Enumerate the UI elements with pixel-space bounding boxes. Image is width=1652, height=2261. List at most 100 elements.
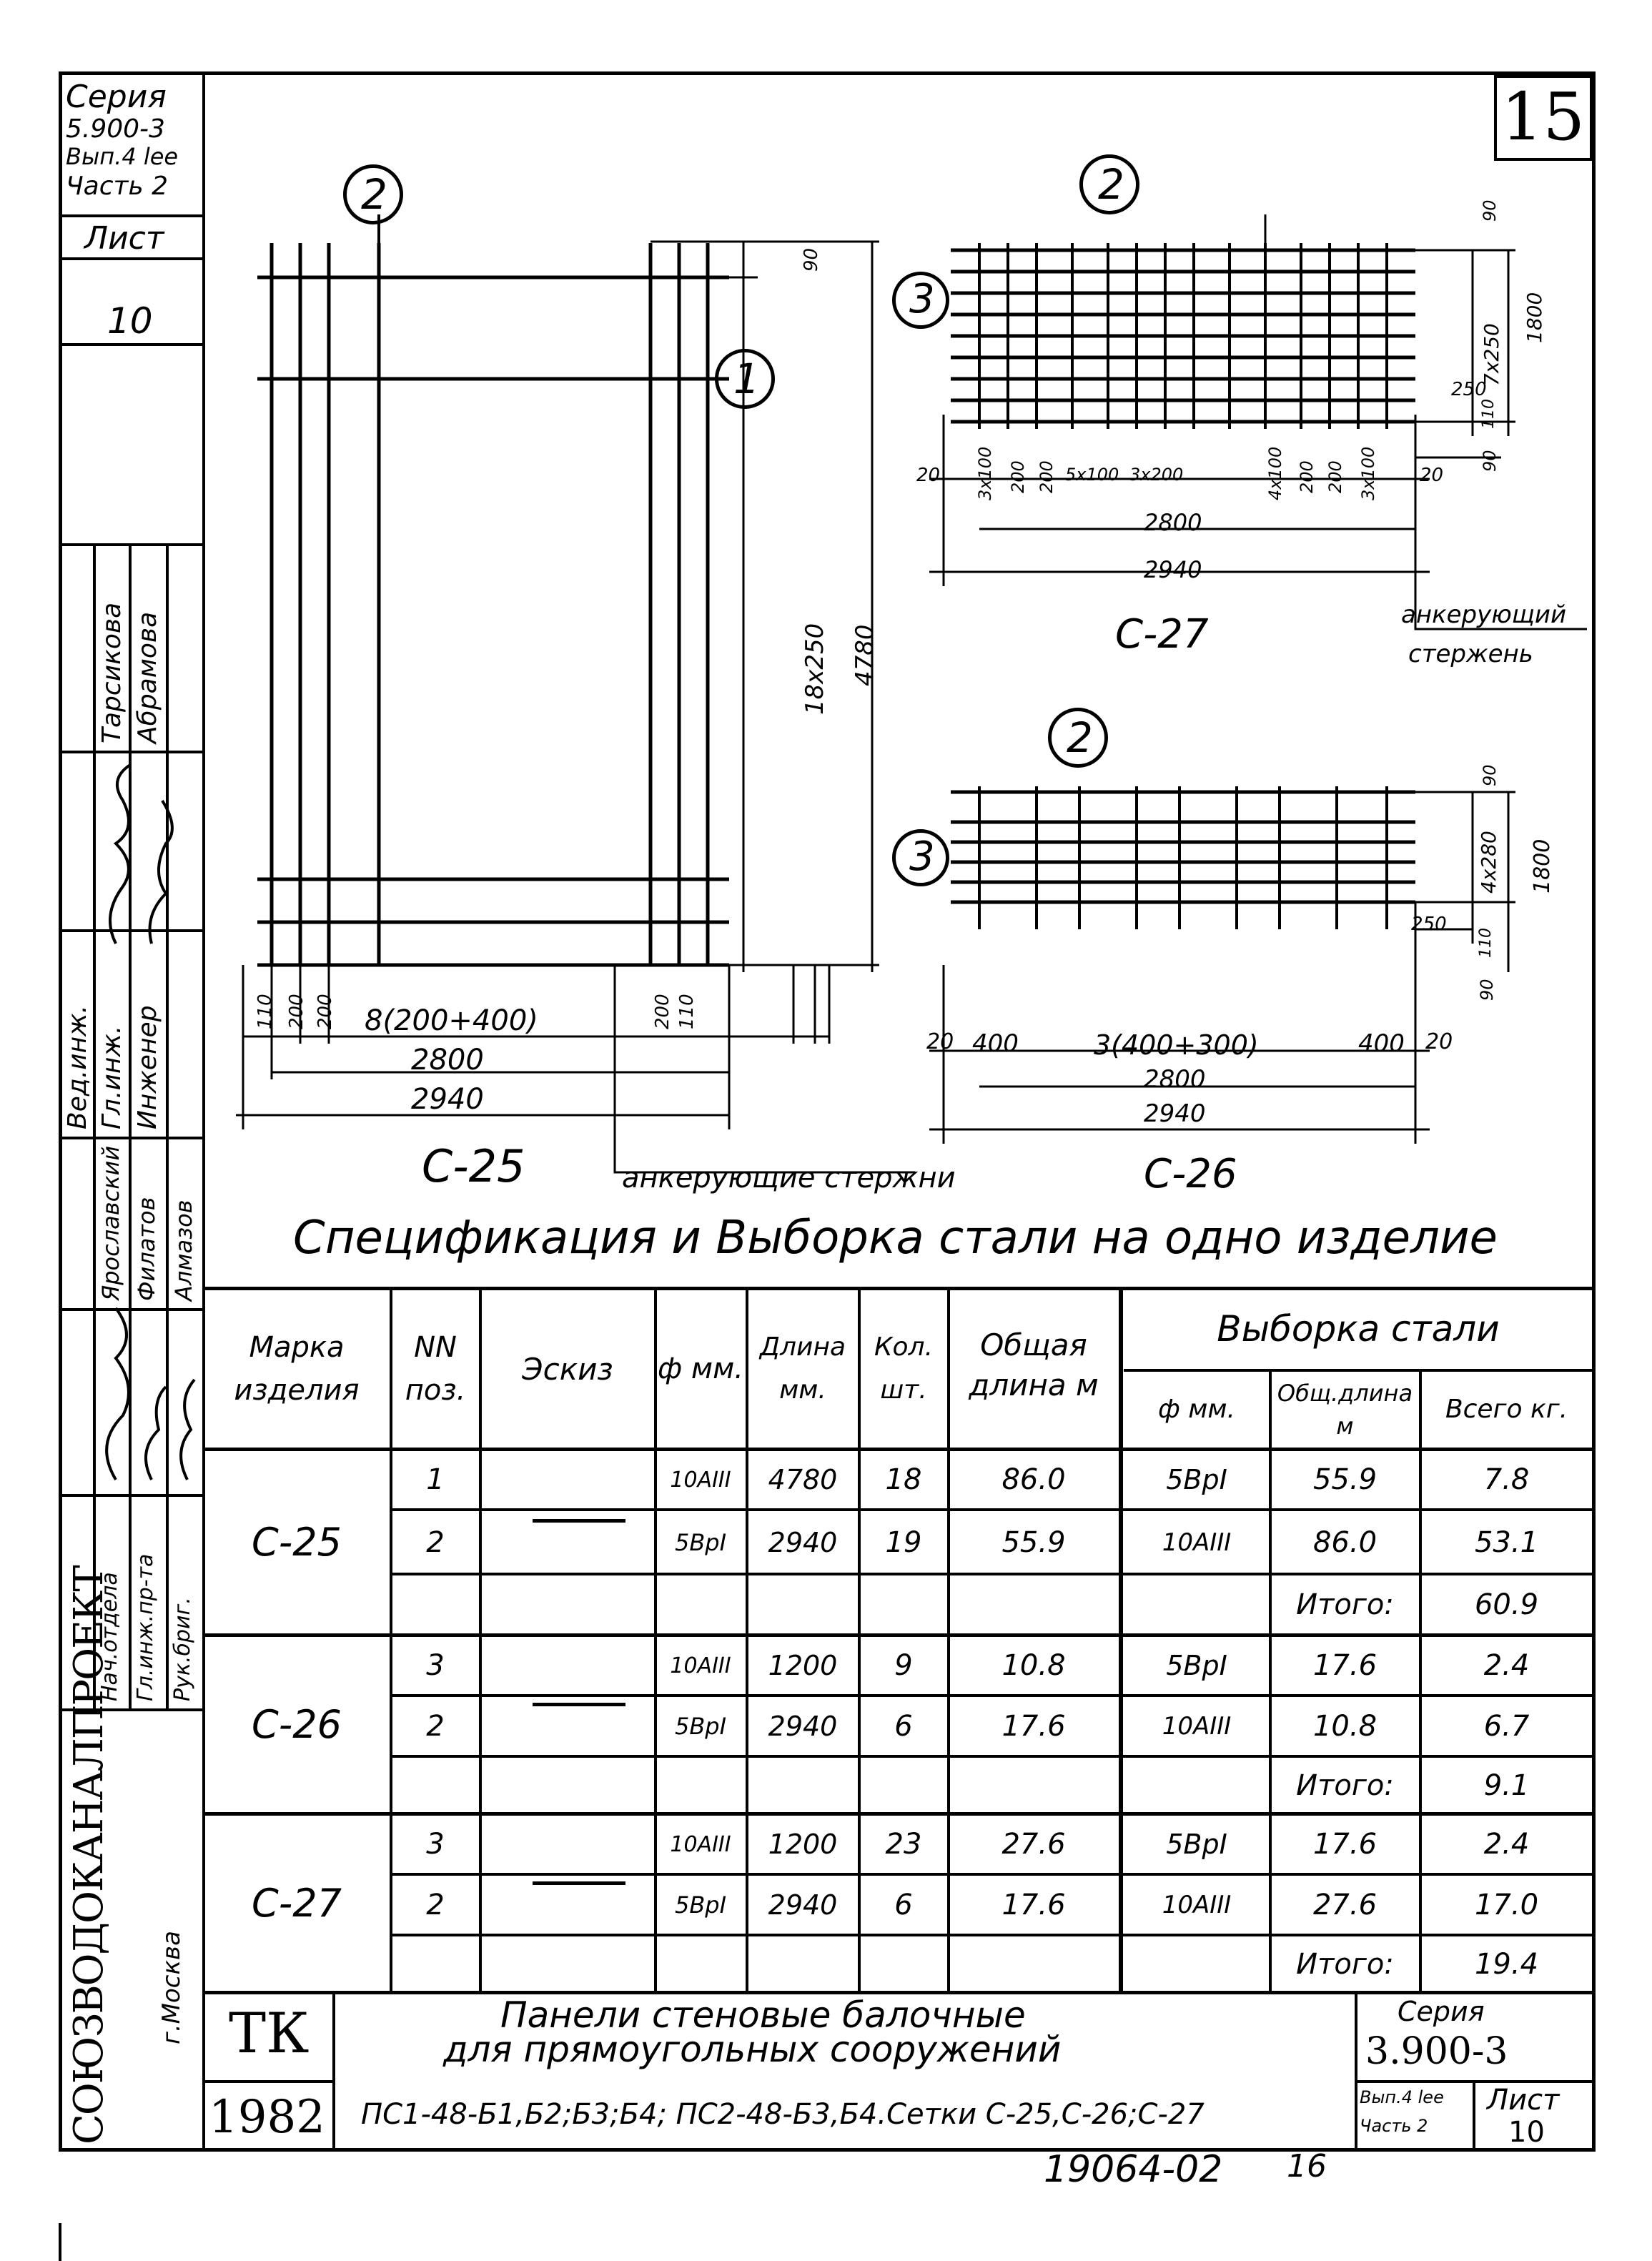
c25-dim-left-3: 200 — [315, 994, 336, 1029]
tb-mid-line-left — [202, 2080, 332, 2083]
g1r1-dia: 10AIII — [670, 1467, 731, 1493]
sig-row-1 — [59, 751, 204, 753]
c27-seg-6: 4х100 — [1265, 446, 1285, 500]
mark-c26: С-26 — [252, 1702, 342, 1747]
g1r3-skg: 60.9 — [1474, 1588, 1539, 1621]
c25-callout-1 — [715, 349, 775, 409]
bottom-code: 19064-02 — [1044, 2148, 1223, 2191]
c26-seg-4: 20 — [1425, 1029, 1453, 1054]
sketch-c25 — [533, 1519, 625, 1523]
g2r1-total: 10.8 — [1001, 1649, 1066, 1682]
hdr-sel: Выборка стали — [1217, 1308, 1500, 1350]
tb-title-line1: Панели стеновые балочные — [500, 1994, 1026, 2036]
g3r1-slen: 17.6 — [1312, 1828, 1378, 1861]
c26-dim-side2: 110 — [1477, 928, 1495, 958]
c27-dim-w1: 2800 — [1144, 509, 1202, 536]
g3r2-len: 2940 — [768, 1889, 838, 1921]
mark-c27: С-27 — [252, 1881, 342, 1926]
g2r2-slen: 10.8 — [1312, 1710, 1378, 1743]
stamp-column-divider — [202, 71, 205, 2152]
c26-seg-0: 20 — [926, 1029, 954, 1054]
c27-seg-1: 3х100 — [975, 446, 995, 500]
side-series-value: 5.900-3 — [66, 114, 165, 144]
hdr-dia: ф мм. — [658, 1352, 743, 1385]
org-name: СОЮЗВОДОКАНАЛПРОЕКТ — [66, 1566, 112, 2144]
g2r2-qty: 6 — [894, 1710, 913, 1743]
spec-title: Спецификация и Выборка стали на одно изд… — [293, 1212, 1498, 1265]
c27-seg-3: 200 — [1037, 460, 1057, 493]
c26-label: С-26 — [1144, 1151, 1237, 1197]
c26-dim-vtop: 90 — [1480, 764, 1500, 786]
c27-mesh — [929, 214, 1587, 630]
side-sheet-value: 10 — [107, 300, 153, 342]
c25-dim-w2: 2940 — [411, 1083, 484, 1116]
g1r1-sdia: 5ВрI — [1166, 1464, 1227, 1495]
col-line-5 — [858, 1287, 861, 1991]
g3r2-skg: 17.0 — [1474, 1889, 1539, 1921]
tb-part: Часть 2 — [1360, 2116, 1428, 2136]
g1r2-total: 55.9 — [1001, 1525, 1066, 1559]
tb-mid-line-right — [1355, 2080, 1596, 2083]
c27-seg-9: 3х100 — [1358, 446, 1378, 500]
g2r1-skg: 2.4 — [1483, 1649, 1530, 1682]
c27-seg-4: 5х100 — [1065, 465, 1119, 485]
row-line-2a — [390, 1694, 1596, 1697]
c25-label: С-25 — [422, 1140, 525, 1192]
g1r2-sdia: 10AIII — [1162, 1528, 1232, 1557]
side-part: Часть 2 — [66, 172, 169, 201]
g2r2-sdia: 10AIII — [1162, 1712, 1232, 1741]
c26-callout-3-label: 3 — [909, 833, 935, 880]
g3r2-dia: 5ВрI — [674, 1891, 727, 1919]
c27-anchor-note-1: анкерующий — [1401, 600, 1567, 629]
g3r1-dia: 10AIII — [670, 1831, 731, 1857]
c26-callout-2 — [1048, 708, 1108, 768]
g1r2-skg: 53.1 — [1474, 1525, 1539, 1559]
c27-dim-vbot: 90 — [1480, 450, 1500, 472]
hdr-total: Общая длина м — [969, 1327, 1099, 1402]
bottom-page: 16 — [1287, 2148, 1327, 2185]
c27-seg-8: 200 — [1325, 460, 1345, 493]
table-top-line — [202, 1287, 1596, 1290]
c27-seg-5: 3х200 — [1129, 465, 1184, 485]
tb-issue: Вып.4 lee — [1360, 2087, 1444, 2107]
c27-seg-2: 200 — [1008, 460, 1028, 493]
g1r1-slen: 55.9 — [1312, 1463, 1378, 1496]
c26-seg-3: 400 — [1358, 1029, 1405, 1058]
col-line-4 — [746, 1287, 748, 1991]
g3r1-qty: 23 — [885, 1828, 922, 1861]
c25-anchor-note: анкерующие стержни — [622, 1162, 956, 1194]
g2r2-len: 2940 — [768, 1711, 838, 1742]
tb-sheet-label: Лист — [1487, 2084, 1560, 2117]
g3r3-slen: Итого: — [1296, 1947, 1394, 1981]
g3r1-pos: 3 — [426, 1828, 445, 1861]
g3r1-sdia: 5ВрI — [1166, 1829, 1227, 1860]
g1r1-pos: 1 — [426, 1463, 445, 1496]
g1r1-total: 86.0 — [1001, 1463, 1066, 1496]
g2r1-pos: 3 — [426, 1649, 445, 1682]
hdr-qty: Кол. шт. — [874, 1332, 934, 1405]
g3r1-len: 1200 — [768, 1829, 838, 1860]
c27-dim-side2: 110 — [1480, 399, 1498, 429]
g1r1-skg: 7.8 — [1483, 1463, 1530, 1496]
c27-seg-10: 20 — [1420, 465, 1444, 486]
side-line-1 — [59, 214, 204, 217]
tb-title-line2: для прямоугольных сооружений — [443, 2029, 1062, 2070]
table-sel-subline — [1124, 1369, 1596, 1372]
hdr-sketch: Эскиз — [522, 1351, 613, 1387]
g2r2-skg: 6.7 — [1483, 1710, 1530, 1743]
row-line-2b — [390, 1755, 1596, 1758]
sig-row-5 — [59, 1494, 204, 1497]
sig-row-3 — [59, 1137, 204, 1139]
tb-divider-2 — [1355, 1991, 1357, 2152]
c25-dim-right-1: 200 — [652, 994, 673, 1029]
c27-callout-2 — [1079, 154, 1139, 214]
c25-callout-2-label: 2 — [361, 170, 387, 219]
g2r3-slen: Итого: — [1296, 1768, 1394, 1802]
org-city: г.Москва — [157, 1931, 186, 2044]
row-line-1a — [390, 1508, 1596, 1511]
c27-callout-2-label: 2 — [1098, 160, 1124, 209]
c27-dim-vtop: 90 — [1480, 199, 1500, 222]
side-line-2 — [59, 257, 204, 260]
c27-dim-v1: 7х250 — [1480, 323, 1503, 386]
tb-series-value: 3.900-3 — [1365, 2030, 1508, 2073]
